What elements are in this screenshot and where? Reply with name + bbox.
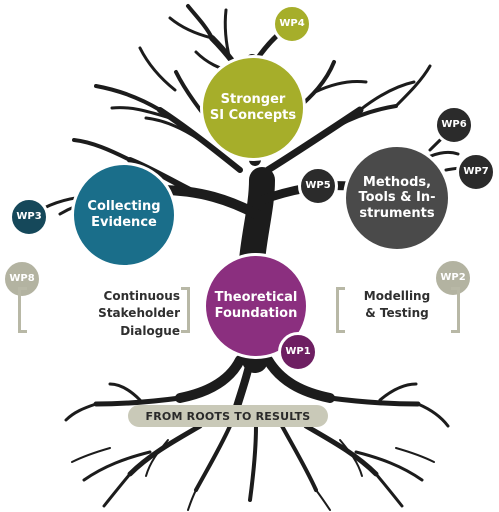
wp5-label: WP5 <box>305 180 331 191</box>
wp2-label: WP2 <box>440 272 466 283</box>
node-stronger-si-concepts: Stronger SI Concepts <box>200 55 306 161</box>
left-bracket-open <box>18 287 27 333</box>
node-theoretical-foundation: Theoretical Foundation <box>203 253 309 359</box>
node-stronger-si-concepts-label: Stronger SI Concepts <box>209 92 297 123</box>
wp4-label: WP4 <box>279 18 305 29</box>
node-collecting-evidence-label: Collecting Evidence <box>87 199 161 230</box>
wp3-badge: WP3 <box>9 197 49 237</box>
roots-to-results-banner: FROM ROOTS TO RESULTS <box>128 405 328 427</box>
wp1-label: WP1 <box>285 346 311 357</box>
left-bracket-close <box>181 287 190 333</box>
branch-left <box>155 185 263 220</box>
modelling-testing-label: Modelling & Testing <box>363 289 431 321</box>
wp6-label: WP6 <box>441 119 467 130</box>
wp8-badge: WP8 <box>2 259 42 299</box>
right-bracket-open <box>336 287 345 333</box>
wp7-label: WP7 <box>463 166 489 177</box>
roots <box>175 355 245 403</box>
wp8-label: WP8 <box>9 273 35 284</box>
wp3-label: WP3 <box>16 211 42 222</box>
node-methods-tools: Methods, Tools & In- struments <box>343 144 451 252</box>
continuous-dialogue-label: Continuous Stakeholder Dialogue <box>98 289 180 338</box>
node-methods-tools-label: Methods, Tools & In- struments <box>358 174 436 221</box>
wp7-badge: WP7 <box>456 152 496 192</box>
node-theoretical-foundation-label: Theoretical Foundation <box>214 290 298 321</box>
wp2-badge: WP2 <box>433 258 473 298</box>
wp1-badge: WP1 <box>278 332 318 372</box>
right-bracket-close <box>451 287 460 333</box>
wp4-badge: WP4 <box>272 4 312 44</box>
node-collecting-evidence: Collecting Evidence <box>71 162 177 268</box>
wp5-badge: WP5 <box>298 166 338 206</box>
wp6-badge: WP6 <box>434 105 474 145</box>
